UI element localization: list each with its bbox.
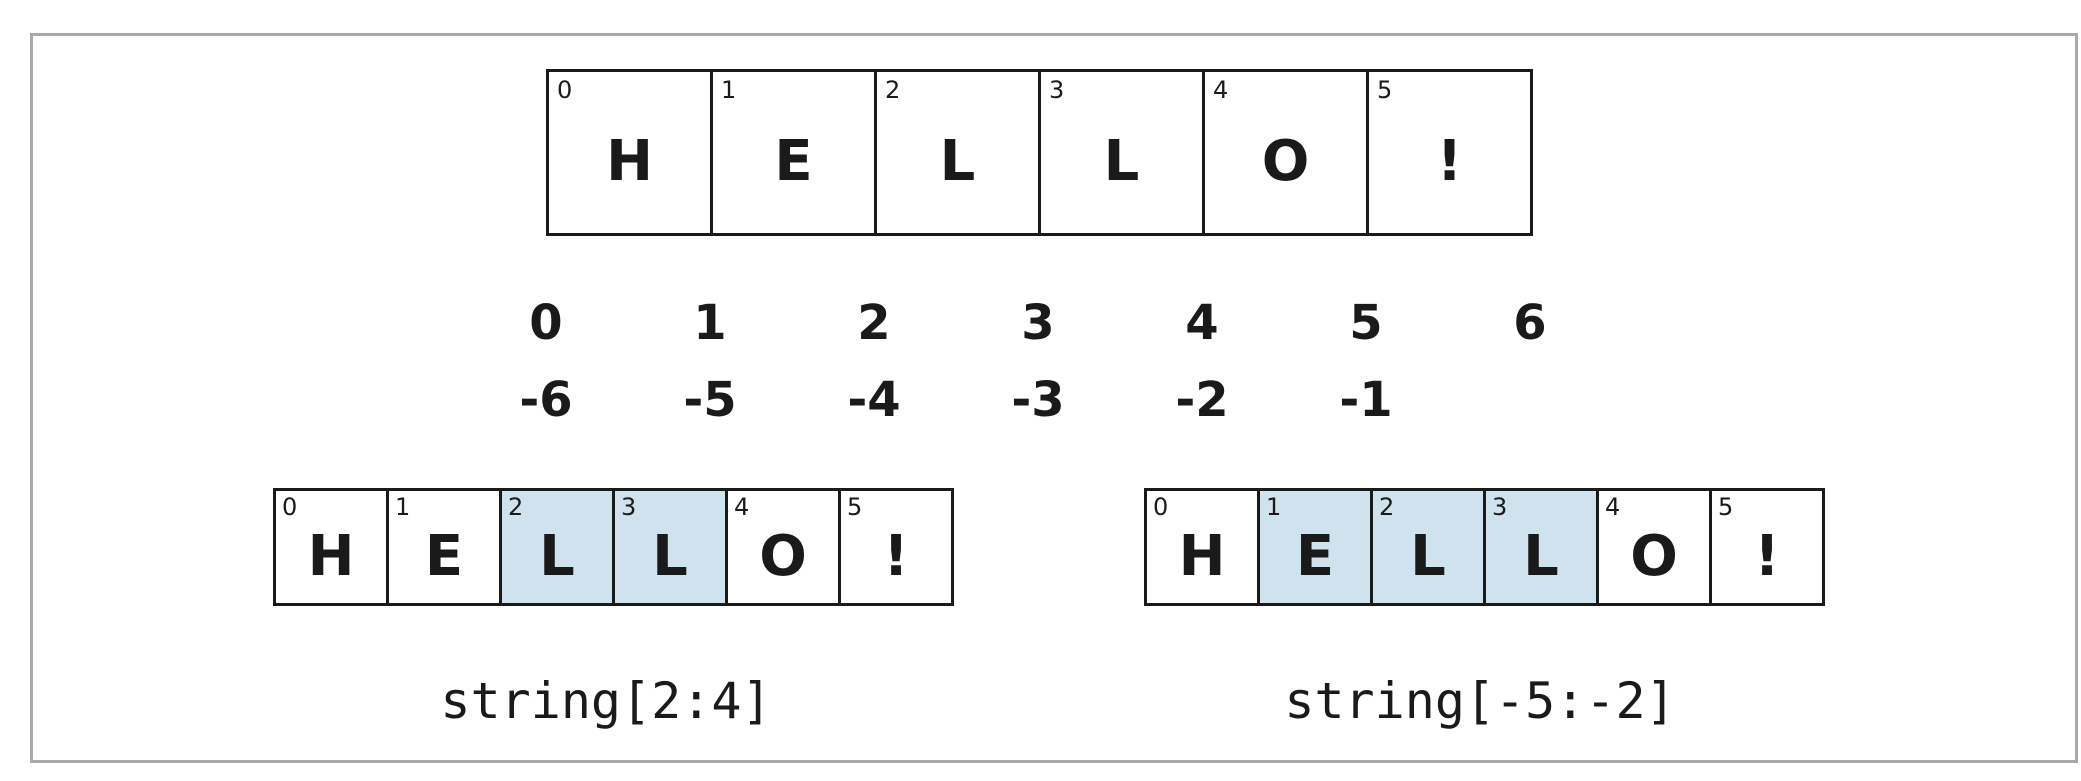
cell-index: 1 <box>395 493 411 521</box>
string-cell: 0 H <box>546 69 713 236</box>
cell-index: 2 <box>885 76 901 104</box>
cell-index: 3 <box>621 493 637 521</box>
string-cell: 5 ! <box>1366 69 1533 236</box>
cell-index: 0 <box>1153 493 1169 521</box>
offset-label: -2 <box>1175 372 1229 428</box>
cell-char: H <box>606 129 653 194</box>
offset-label: 1 <box>693 295 727 351</box>
offset-label: 3 <box>1021 295 1055 351</box>
cell-index: 0 <box>282 493 298 521</box>
top-partial-strip <box>0 0 2081 30</box>
cell-index: 5 <box>1718 493 1734 521</box>
cell-char: H <box>307 524 355 589</box>
cell-char: H <box>1178 524 1226 589</box>
string-cell: 0 H <box>273 488 389 606</box>
cell-char: O <box>1630 524 1678 589</box>
cell-char: ! <box>1754 524 1780 589</box>
cell-char: O <box>759 524 807 589</box>
cell-index: 1 <box>721 76 737 104</box>
offset-label: -1 <box>1339 372 1393 428</box>
main-string-cells: 0 H 1 E 2 L 3 L 4 O 5 ! <box>546 69 1533 236</box>
cell-index: 4 <box>1213 76 1229 104</box>
string-cell: 0 H <box>1144 488 1260 606</box>
cell-index: 2 <box>508 493 524 521</box>
offset-label: 0 <box>529 295 563 351</box>
string-cell: 4 O <box>1202 69 1369 236</box>
string-cell: 5 ! <box>838 488 954 606</box>
cell-char: L <box>1523 524 1559 589</box>
cell-char: E <box>774 129 813 194</box>
cell-index: 3 <box>1492 493 1508 521</box>
slice-caption: string[-5:-2] <box>1284 672 1676 730</box>
cell-index: 3 <box>1049 76 1065 104</box>
offset-label: -6 <box>519 372 573 428</box>
cell-char: L <box>539 524 575 589</box>
cell-index: 1 <box>1266 493 1282 521</box>
string-cell: 4 O <box>1596 488 1712 606</box>
offset-label: -4 <box>847 372 901 428</box>
offset-label: -5 <box>683 372 737 428</box>
cell-char: L <box>652 524 688 589</box>
string-cell: 3 L <box>1483 488 1599 606</box>
cell-index: 4 <box>1605 493 1621 521</box>
offset-label: 2 <box>857 295 891 351</box>
cell-char: ! <box>883 524 909 589</box>
offset-label: 6 <box>1513 295 1547 351</box>
positive-offsets: 0 1 2 3 4 5 6 <box>33 299 2081 359</box>
offset-label: 5 <box>1349 295 1383 351</box>
cell-index: 5 <box>1377 76 1393 104</box>
offset-label: -3 <box>1011 372 1065 428</box>
offset-label: 4 <box>1185 295 1219 351</box>
cell-char: E <box>1295 524 1335 589</box>
cell-index: 5 <box>847 493 863 521</box>
diagram-frame: 0 H 1 E 2 L 3 L 4 O 5 ! 0 1 2 3 4 5 6 <box>30 33 2078 763</box>
cell-char: L <box>1410 524 1446 589</box>
string-cell: 1 E <box>1257 488 1373 606</box>
cell-index: 0 <box>557 76 573 104</box>
string-cell: 2 L <box>1370 488 1486 606</box>
string-cell: 3 L <box>612 488 728 606</box>
cell-char: L <box>1103 129 1140 194</box>
cell-char: ! <box>1436 129 1463 194</box>
string-cell: 1 E <box>710 69 877 236</box>
string-cell: 3 L <box>1038 69 1205 236</box>
string-cell: 2 L <box>499 488 615 606</box>
cell-char: L <box>939 129 976 194</box>
string-cell: 2 L <box>874 69 1041 236</box>
string-cell: 4 O <box>725 488 841 606</box>
negative-offsets: -6 -5 -4 -3 -2 -1 <box>33 376 2081 436</box>
cell-char: E <box>424 524 464 589</box>
slice-example-left: 0 H 1 E 2 L 3 L 4 O 5 ! <box>273 488 954 606</box>
cell-index: 2 <box>1379 493 1395 521</box>
cell-char: O <box>1261 129 1310 194</box>
slice-caption: string[2:4] <box>440 672 772 730</box>
cell-index: 4 <box>734 493 750 521</box>
string-cell: 5 ! <box>1709 488 1825 606</box>
string-cell: 1 E <box>386 488 502 606</box>
slice-example-right: 0 H 1 E 2 L 3 L 4 O 5 ! <box>1144 488 1825 606</box>
